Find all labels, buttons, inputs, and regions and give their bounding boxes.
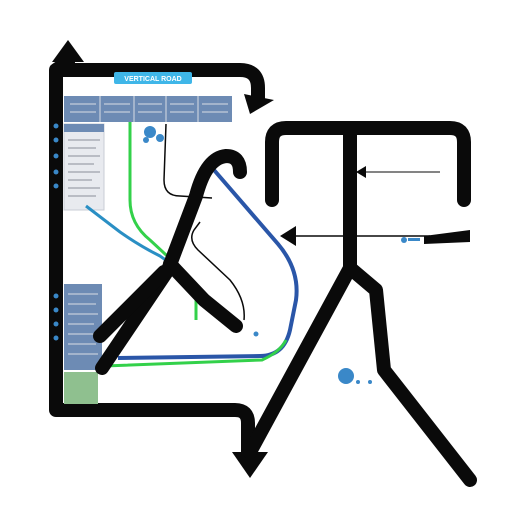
doc-card-header	[64, 124, 104, 132]
rail-icon[interactable]	[53, 183, 59, 189]
footer-block	[64, 372, 98, 404]
rail-icon[interactable]	[53, 321, 59, 327]
sidebar-icon-strip	[53, 123, 59, 341]
doc-card-lines	[68, 139, 100, 197]
figure-left-leg	[243, 261, 357, 459]
a-shape-crossbar	[93, 265, 171, 343]
upper-pointer-head	[356, 166, 366, 178]
lower-panel	[64, 284, 102, 370]
loop-arrowhead-bottom	[232, 452, 268, 478]
outer-loop-top	[53, 63, 265, 100]
small-node-dot	[253, 331, 259, 337]
pointer-arrowhead-right	[424, 230, 470, 244]
node-cluster	[143, 126, 164, 143]
rail-icon[interactable]	[53, 153, 59, 159]
rail-icon[interactable]	[53, 335, 59, 341]
thin-connector	[163, 123, 213, 199]
title-banner	[114, 72, 192, 84]
rail-icon[interactable]	[53, 169, 59, 175]
a-shape-right-leg	[163, 257, 243, 333]
thin-connector	[191, 221, 245, 321]
stick-figure-icon	[243, 121, 477, 487]
pointer-arrowhead-left	[280, 226, 296, 246]
rail-icon[interactable]	[53, 123, 59, 129]
figure-right-leg	[343, 261, 477, 487]
outer-loop-path	[49, 55, 255, 467]
teal-flow-line	[85, 204, 181, 272]
rail-icon[interactable]	[53, 307, 59, 313]
blue-marks	[338, 237, 420, 384]
loop-arrowhead-top-left	[52, 40, 84, 62]
title-banner-text: VERTICAL ROAD	[124, 76, 181, 83]
figure-shoulders	[265, 121, 471, 207]
doc-card	[63, 123, 105, 211]
green-bottom-line	[103, 339, 288, 368]
a-shape-left-leg	[95, 149, 247, 375]
rail-icon[interactable]	[53, 137, 59, 143]
loop-arrowhead-right	[244, 94, 274, 114]
lower-panel-lines	[68, 293, 98, 355]
top-panel	[64, 96, 232, 122]
rail-icon[interactable]	[53, 293, 59, 299]
